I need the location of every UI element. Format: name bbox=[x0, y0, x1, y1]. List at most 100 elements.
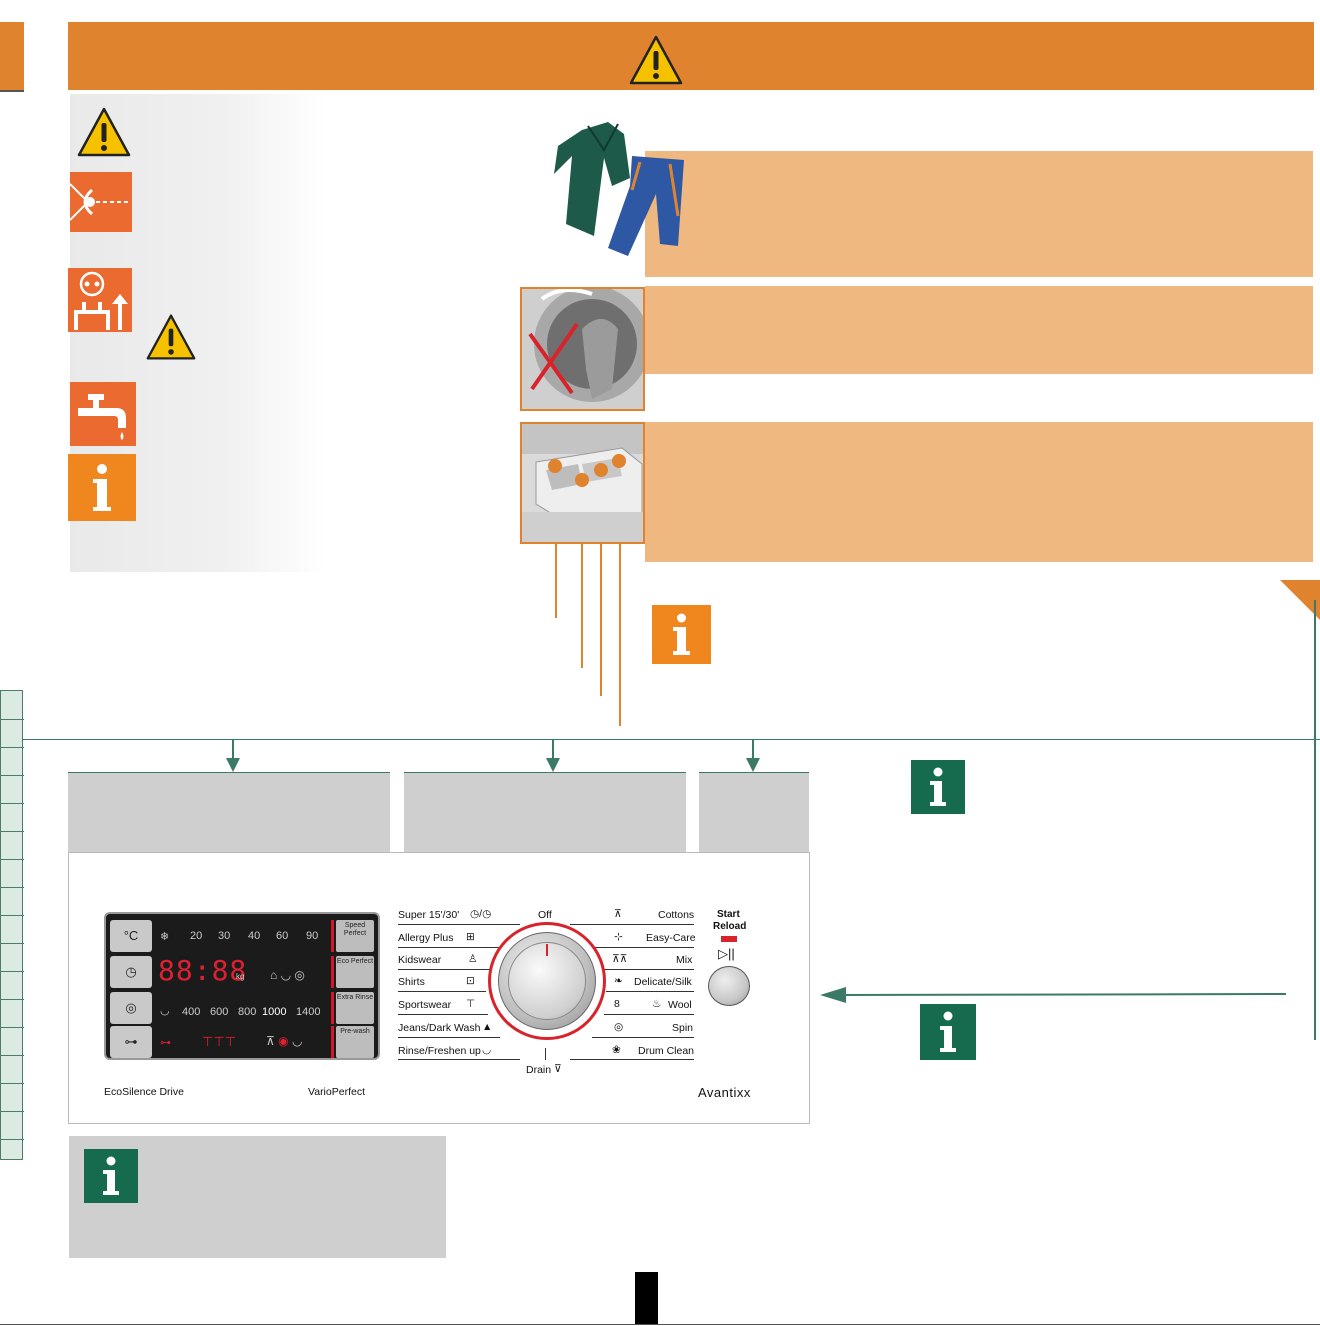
program-label: Delicate/Silk bbox=[634, 976, 692, 988]
brand-avantixx: Avantixx bbox=[698, 1085, 751, 1100]
program-symbol-icon: 8 bbox=[614, 998, 620, 1010]
program-symbol-icon: ♙ bbox=[468, 953, 478, 965]
detergent-drawer-photo bbox=[520, 422, 645, 544]
child-lock-button[interactable]: ⊶ bbox=[110, 1026, 152, 1058]
program-label: Jeans/Dark Wash bbox=[398, 1022, 481, 1034]
info-icon bbox=[652, 605, 711, 664]
info-icon bbox=[920, 1004, 976, 1060]
time-digits: 88:88 bbox=[158, 954, 248, 987]
temp-option: 60 bbox=[276, 930, 289, 942]
start-reload-button[interactable] bbox=[708, 966, 750, 1006]
display-label-box bbox=[68, 772, 390, 852]
warning-triangle-icon bbox=[77, 107, 131, 157]
callout-dot bbox=[594, 463, 608, 477]
program-symbol-icon: ⊼⊼ bbox=[612, 953, 628, 965]
brand-ecosilence: EcoSilence Drive bbox=[104, 1086, 184, 1098]
eye-protection-icon bbox=[70, 172, 132, 232]
arrow-down-icon bbox=[226, 758, 240, 772]
arrow-stem bbox=[552, 740, 554, 760]
spin-option: 600 bbox=[210, 1006, 229, 1018]
laundry-note-box bbox=[645, 151, 1313, 277]
spin-option: 1400 bbox=[296, 1006, 321, 1018]
spin-option: 800 bbox=[238, 1006, 257, 1018]
arrow-stem bbox=[232, 740, 234, 760]
callout-dot bbox=[612, 454, 626, 468]
program-label: Shirts bbox=[398, 976, 425, 988]
arrow-down-icon bbox=[546, 758, 560, 772]
program-symbol-icon: ⊹ bbox=[614, 931, 623, 943]
program-symbol-icon: ▲ bbox=[482, 1021, 493, 1033]
dial-drain-label: Drain bbox=[526, 1064, 552, 1076]
arrow-down-icon bbox=[746, 758, 760, 772]
page-marker bbox=[635, 1272, 658, 1324]
extra-rinse-button[interactable]: Extra Rinse bbox=[336, 992, 374, 1024]
drain-icon: ⊽ bbox=[554, 1063, 562, 1075]
start-indicator bbox=[721, 936, 737, 942]
key-icon: ⊶ bbox=[160, 1037, 171, 1049]
spin-speed-button[interactable]: ◎ bbox=[110, 992, 152, 1024]
info-icon bbox=[68, 454, 136, 521]
temp-option: 30 bbox=[218, 930, 231, 942]
dial-pointer bbox=[546, 944, 548, 956]
divider bbox=[22, 739, 1320, 740]
brand-varioperfect: VarioPerfect bbox=[308, 1086, 365, 1098]
corner-fold bbox=[1280, 580, 1320, 620]
program-label: Rinse/Freshen up bbox=[398, 1045, 481, 1057]
drum-photo bbox=[520, 287, 645, 411]
program-symbol-icon: ❧ bbox=[614, 975, 623, 987]
reload-label: Reload bbox=[713, 921, 747, 932]
side-tab bbox=[0, 22, 24, 90]
warning-triangle-icon bbox=[146, 314, 196, 360]
divider bbox=[0, 90, 24, 92]
warning-banner bbox=[68, 22, 1314, 90]
warning-triangle-icon bbox=[629, 35, 683, 85]
prewash-button[interactable]: Pre-wash bbox=[336, 1026, 374, 1058]
water-tap-icon bbox=[70, 382, 136, 446]
spin-off-icon: ◡ bbox=[160, 1005, 170, 1017]
callout-line bbox=[581, 544, 583, 668]
program-symbol-icon: ◷/◷ bbox=[470, 908, 492, 920]
clothes-illustration bbox=[554, 122, 684, 256]
program-label: Allergy Plus bbox=[398, 932, 454, 944]
chapter-tab-strip bbox=[0, 690, 24, 1160]
garment-icons: ⊤⊤⊤ bbox=[202, 1034, 236, 1049]
divider bbox=[0, 1324, 1320, 1325]
program-label: Sportswear bbox=[398, 999, 452, 1011]
info-icon bbox=[911, 760, 965, 814]
arrow-stem bbox=[752, 740, 754, 760]
dial-off-label: Off bbox=[538, 909, 552, 921]
program-symbol-icon: ⊡ bbox=[466, 975, 475, 987]
display-panel: °C ◷ ◎ ⊶ ❄ 20 30 40 60 90 88:88 kg ⌂ ◡ ◎… bbox=[104, 912, 380, 1060]
eco-perfect-button[interactable]: Eco Perfect bbox=[336, 956, 374, 988]
program-symbol-icon: ♨ bbox=[652, 998, 662, 1010]
arrow-left-icon bbox=[820, 987, 1287, 1003]
program-label: Cottons bbox=[658, 909, 695, 921]
program-label: Super 15'/30' bbox=[398, 909, 460, 921]
cold-icon: ❄ bbox=[160, 931, 170, 943]
program-label: Easy-Care bbox=[646, 932, 696, 944]
status-icons: ⌂ ◡ ◎ bbox=[270, 968, 305, 982]
program-symbol-icon: ◡ bbox=[482, 1044, 492, 1056]
temperature-button[interactable]: °C bbox=[110, 920, 152, 952]
program-symbol-icon: ❀ bbox=[612, 1044, 621, 1056]
callout-dot bbox=[575, 473, 589, 487]
start-label: Start bbox=[717, 909, 740, 920]
program-label: Spin bbox=[672, 1022, 694, 1034]
callout-dot bbox=[548, 459, 562, 473]
program-label: Drum Clean bbox=[638, 1045, 695, 1057]
program-symbol-icon: ⊞ bbox=[466, 931, 475, 943]
program-label: Mix bbox=[676, 954, 693, 966]
spin-option: 1000 bbox=[262, 1006, 287, 1018]
drum-note-box bbox=[645, 286, 1313, 374]
speed-perfect-button[interactable]: Speed Perfect bbox=[336, 920, 374, 952]
finish-time-button[interactable]: ◷ bbox=[110, 956, 152, 988]
temp-option: 40 bbox=[248, 930, 261, 942]
kg-unit: kg bbox=[236, 972, 245, 981]
start-label-box bbox=[699, 772, 809, 852]
callout-line bbox=[619, 544, 621, 726]
right-rail bbox=[1314, 600, 1320, 1040]
program-label: Wool bbox=[668, 999, 692, 1011]
play-pause-icon: ▷|| bbox=[718, 946, 735, 961]
detergent-note-box bbox=[645, 422, 1313, 562]
dial-label-box bbox=[404, 772, 686, 852]
